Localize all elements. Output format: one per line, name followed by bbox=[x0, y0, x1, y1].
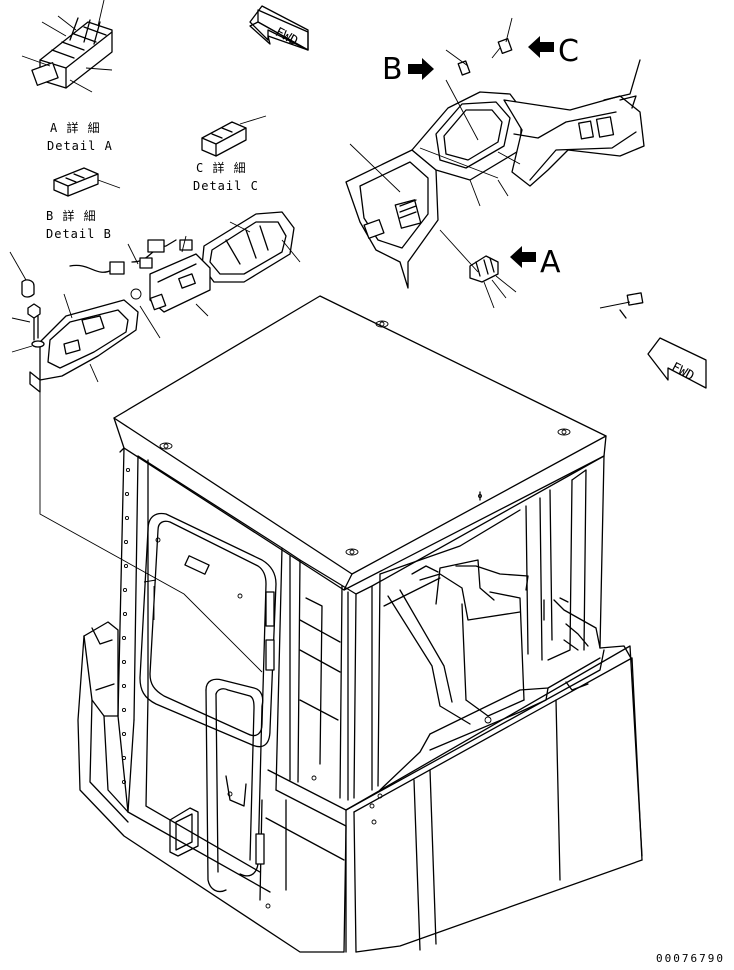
detail-b-switch bbox=[53, 167, 121, 197]
detail-c-en-label: Detail C bbox=[193, 179, 259, 193]
callout-a-arrow-icon bbox=[510, 246, 536, 268]
callout-a-label: A bbox=[540, 245, 561, 280]
callout-b-arrow-icon bbox=[408, 58, 434, 80]
dashboard-panel-assembly bbox=[345, 17, 645, 309]
callout-a: A bbox=[510, 245, 561, 280]
connector-right bbox=[599, 292, 644, 319]
fwd-arrow-right: FWD bbox=[647, 337, 707, 389]
detail-b-en-label: Detail B bbox=[46, 227, 112, 241]
callout-c-arrow-icon bbox=[528, 36, 554, 58]
detail-b-jp-label: B 詳 細 bbox=[46, 208, 97, 223]
callout-b: B bbox=[382, 52, 434, 87]
callout-b-label: B bbox=[382, 52, 403, 87]
detail-c-jp-label: C 詳 細 bbox=[196, 160, 247, 175]
callout-c: C bbox=[528, 34, 579, 69]
pillar-holes bbox=[121, 467, 131, 785]
operator-cab bbox=[77, 295, 643, 953]
callout-c-label: C bbox=[558, 34, 579, 69]
meter-bracket-assembly bbox=[9, 211, 301, 393]
detail-a-en-label: Detail A bbox=[47, 139, 113, 153]
detail-c-switch bbox=[201, 115, 267, 157]
detail-a-jp-label: A 詳 細 bbox=[50, 120, 101, 135]
drawing-number: 00076790 bbox=[656, 952, 725, 965]
fwd-arrow-top: FWD bbox=[249, 5, 309, 51]
detail-a-switch-cluster bbox=[21, 0, 113, 93]
leader-line-bracket-to-cab bbox=[39, 392, 263, 673]
